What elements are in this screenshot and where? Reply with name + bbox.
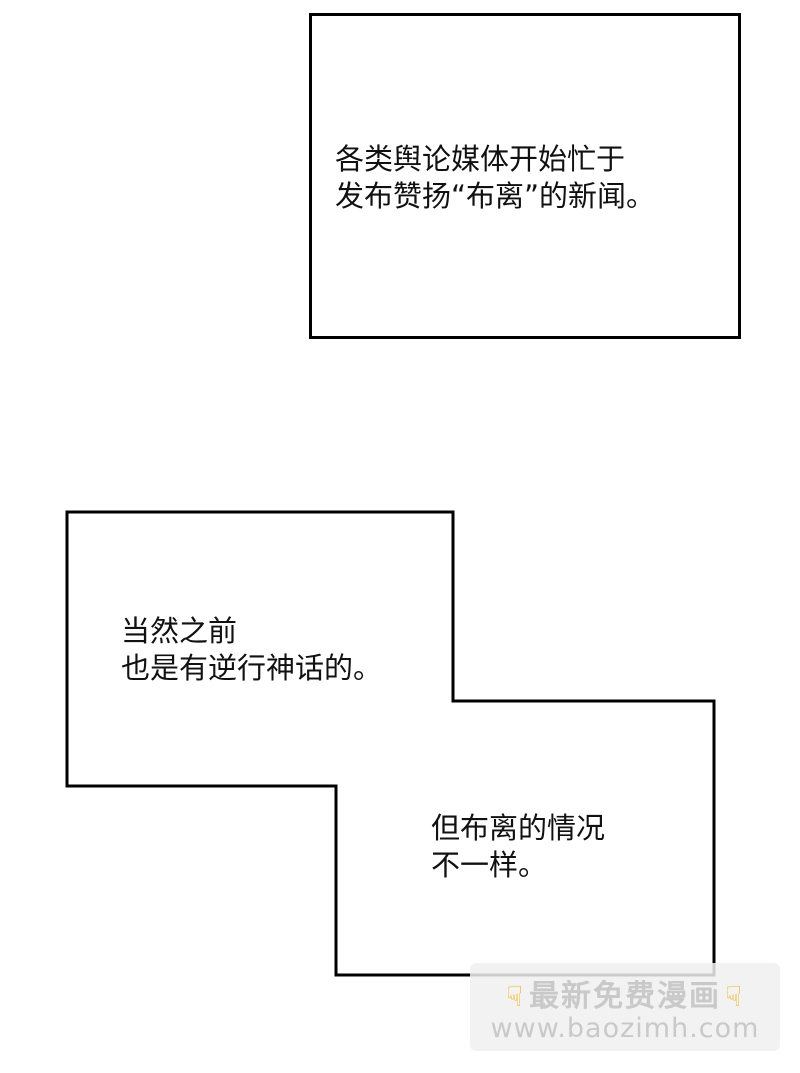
stepped-caption-outline [65, 510, 716, 977]
caption-text-different: 但布离的情况 不一样。 [431, 811, 606, 882]
caption-text-media: 各类舆论媒体开始忙于 发布赞扬“布离”的新闻。 [335, 142, 656, 213]
pointing-down-hand-icon: ☟ [505, 980, 525, 1013]
watermark-url: www.baozimh.com [490, 1013, 760, 1044]
site-watermark: ☟最新免费漫画☟ www.baozimh.com [470, 963, 780, 1051]
caption-box-top [309, 13, 741, 339]
pointing-down-hand-icon: ☟ [725, 980, 745, 1013]
watermark-title: 最新免费漫画 [529, 979, 721, 1014]
caption-text-precedent: 当然之前 也是有逆行神话的。 [121, 614, 383, 685]
watermark-title-row: ☟最新免费漫画☟ [470, 971, 780, 1015]
